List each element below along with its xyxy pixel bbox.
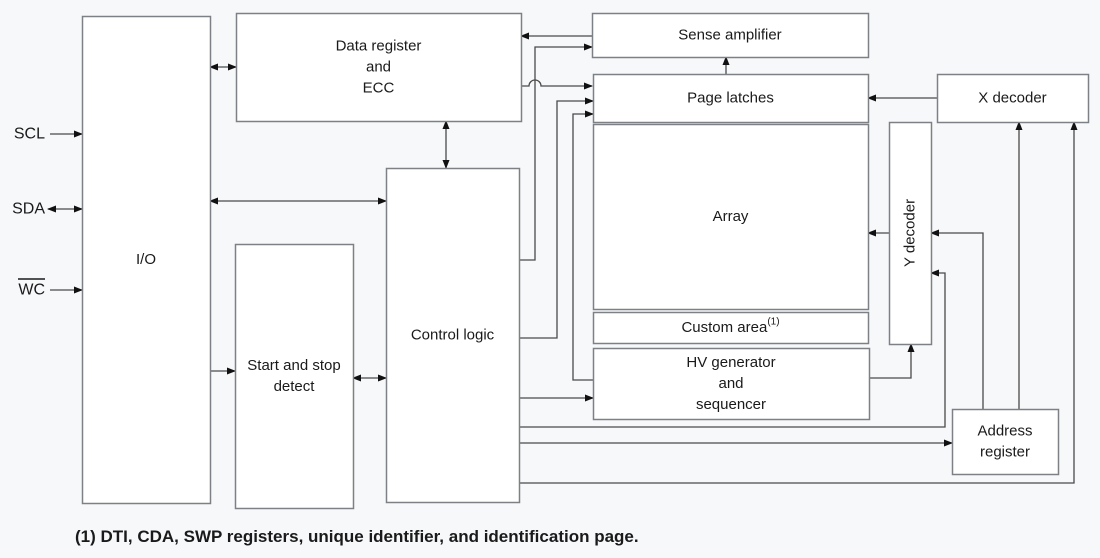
wire-control-to-page-latches bbox=[519, 97, 594, 339]
block-y-decoder-box bbox=[888, 121, 933, 346]
block-array: Array bbox=[592, 123, 870, 311]
block-control-logic-box bbox=[385, 167, 521, 504]
footnote: (1) DTI, CDA, SWP registers, unique iden… bbox=[75, 527, 639, 546]
block-y-decoder-label: Y decoder bbox=[902, 199, 919, 267]
block-start-stop-detect: Start and stop detect bbox=[234, 243, 355, 510]
block-page-latches-label: Page latches bbox=[687, 90, 774, 107]
block-array-box bbox=[592, 123, 870, 311]
block-custom-area-box bbox=[592, 311, 870, 345]
block-data-register-box bbox=[235, 12, 523, 123]
block-start-stop-detect-box bbox=[234, 243, 355, 510]
signal-labels: SCL SDA WC bbox=[12, 126, 45, 299]
block-data-register-label: ECC bbox=[363, 80, 395, 97]
block-hv-generator-box bbox=[592, 347, 871, 421]
block-hv-generator: HV generator and sequencer bbox=[592, 347, 871, 421]
block-hv-generator-label: and bbox=[718, 375, 743, 392]
block-io-box bbox=[81, 15, 212, 505]
block-control-logic-label: Control logic bbox=[411, 327, 495, 344]
wire-data-reg-to-page-latches bbox=[521, 79, 593, 90]
block-page-latches-box bbox=[592, 73, 870, 124]
block-address-register-box bbox=[951, 408, 1060, 476]
block-sense-amplifier: Sense amplifier bbox=[591, 12, 870, 59]
wire-hv-gen-to-y-decoder bbox=[869, 343, 915, 379]
signal-label-scl: SCL bbox=[14, 126, 45, 143]
block-data-register-label: and bbox=[366, 59, 391, 76]
wire-control-to-x-decoder bbox=[519, 121, 1078, 484]
block-custom-area: Custom area(1) bbox=[592, 311, 870, 345]
block-sense-amplifier-box bbox=[591, 12, 870, 59]
signal-label-wc: WC bbox=[18, 282, 45, 299]
block-address-register-label: register bbox=[980, 444, 1030, 461]
wire-control-to-y-decoder bbox=[519, 269, 946, 428]
block-data-register-label: Data register bbox=[336, 38, 422, 55]
block-y-decoder: Y decoder bbox=[888, 121, 933, 346]
block-sense-amplifier-label: Sense amplifier bbox=[678, 27, 781, 44]
block-address-register: Address register bbox=[951, 408, 1060, 476]
block-x-decoder-box bbox=[936, 73, 1090, 124]
wires bbox=[47, 32, 1078, 484]
wire-addr-reg-to-y-decoder bbox=[930, 229, 984, 409]
block-io-label: I/O bbox=[136, 251, 156, 268]
block-hv-generator-label: HV generator bbox=[686, 354, 775, 371]
block-io: I/O bbox=[81, 15, 212, 505]
block-x-decoder-label: X decoder bbox=[978, 90, 1046, 107]
block-start-stop-detect-label: Start and stop bbox=[247, 357, 340, 374]
block-control-logic: Control logic bbox=[385, 167, 521, 504]
block-hv-generator-label: sequencer bbox=[696, 396, 766, 413]
block-address-register-label: Address bbox=[977, 423, 1032, 440]
block-page-latches: Page latches bbox=[592, 73, 870, 124]
block-custom-area-label: Custom area(1) bbox=[681, 316, 779, 336]
wire-control-to-sense-amp bbox=[519, 43, 593, 261]
block-x-decoder: X decoder bbox=[936, 73, 1090, 124]
signal-label-sda: SDA bbox=[12, 201, 45, 218]
block-array-label: Array bbox=[713, 208, 749, 225]
wire-hv-gen-to-page-latches bbox=[572, 110, 594, 381]
block-start-stop-detect-label: detect bbox=[274, 378, 316, 395]
